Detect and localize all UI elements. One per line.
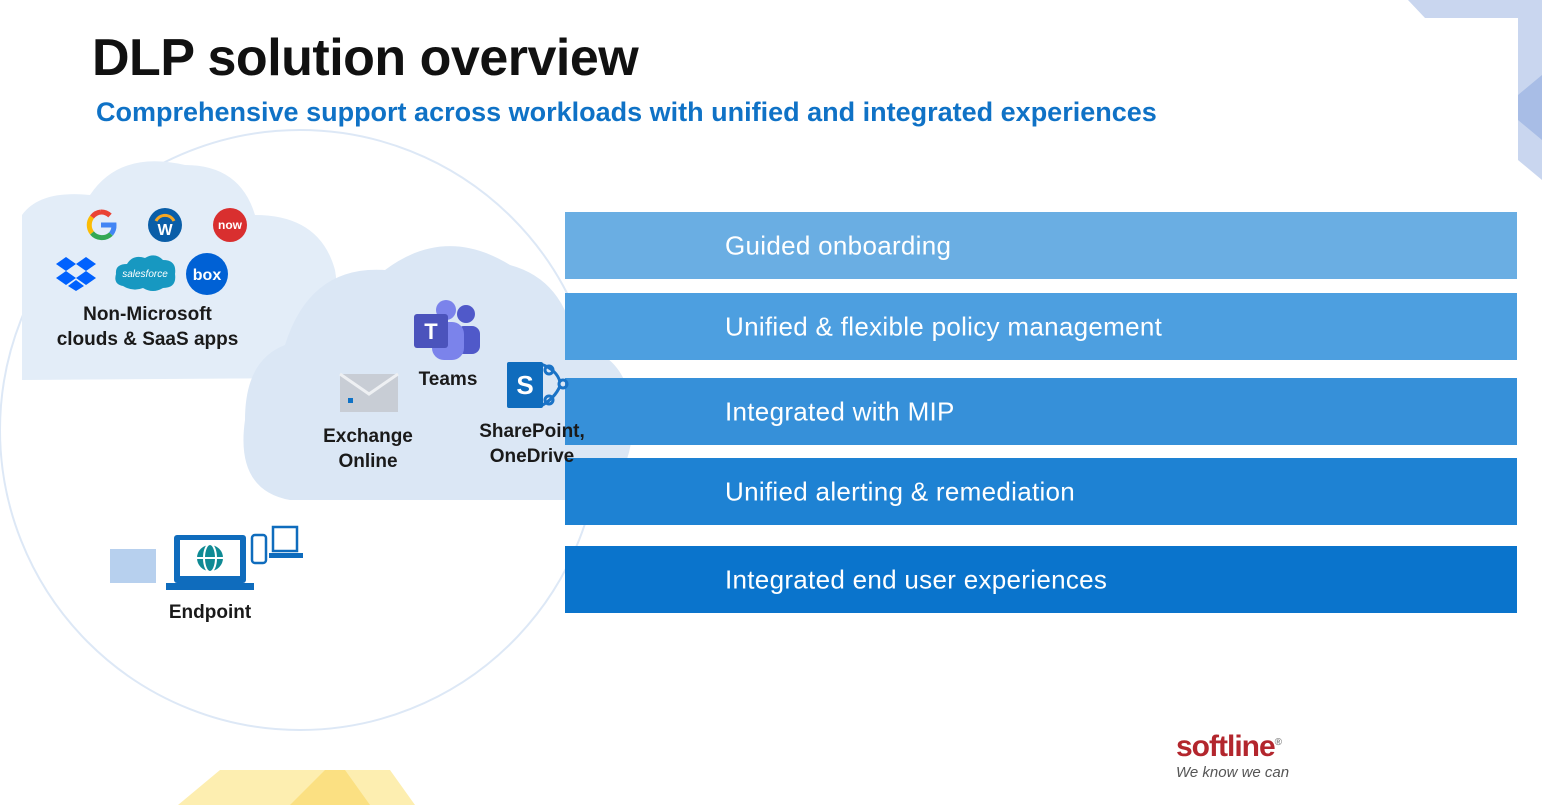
tablet-icon xyxy=(110,549,156,583)
svg-text:S: S xyxy=(516,370,533,400)
softline-logo: softline® We know we can xyxy=(1176,728,1306,782)
feature-bar-alerting: Unified alerting & remediation xyxy=(565,458,1517,525)
svg-text:T: T xyxy=(424,319,438,344)
feature-bar-label: Guided onboarding xyxy=(725,230,952,260)
svg-text:salesforce: salesforce xyxy=(122,269,168,280)
teams-icon: T xyxy=(414,300,480,360)
svg-text:box: box xyxy=(193,267,222,284)
feature-bar-label: Unified & flexible policy management xyxy=(725,311,1163,341)
exchange-icon xyxy=(339,372,399,412)
box-icon: box xyxy=(186,253,228,295)
exchange-label: Exchange Online xyxy=(323,426,413,472)
brand-name: softline xyxy=(1176,730,1276,763)
endpoint-devices-icon xyxy=(110,525,303,590)
svg-text:now: now xyxy=(218,218,243,232)
sharepoint-icon: S xyxy=(507,362,569,408)
cloud-non-microsoft xyxy=(22,161,337,380)
google-icon xyxy=(86,209,117,241)
workday-icon: W xyxy=(148,208,182,242)
feature-bar-label: Unified alerting & remediation xyxy=(725,476,1076,506)
teams-label: Teams xyxy=(418,369,478,390)
svg-text:W: W xyxy=(157,222,173,239)
endpoint-label: Endpoint xyxy=(168,602,252,623)
servicenow-icon: now xyxy=(213,208,247,242)
feature-bar-policy-management: Unified & flexible policy management xyxy=(565,293,1517,360)
feature-bar-label: Integrated end user experiences xyxy=(725,564,1108,594)
corner-shape-top xyxy=(1408,0,1542,18)
cloud-microsoft xyxy=(243,246,633,500)
salesforce-icon: salesforce xyxy=(115,255,176,291)
non-microsoft-label: Non-Microsoft clouds & SaaS apps xyxy=(56,304,239,350)
page-subtitle: Comprehensive support across workloads w… xyxy=(96,97,1157,127)
feature-bar-guided-onboarding: Guided onboarding xyxy=(565,212,1517,279)
feature-bar-end-user: Integrated end user experiences xyxy=(565,546,1517,613)
brand-tagline: We know we can xyxy=(1176,764,1290,781)
corner-shape-accent xyxy=(1518,75,1542,140)
page-title: DLP solution overview xyxy=(92,29,639,87)
phone-laptop-icon xyxy=(250,525,303,565)
sharepoint-label: SharePoint, OneDrive xyxy=(479,421,585,467)
feature-bar-label: Integrated with MIP xyxy=(725,396,955,426)
laptop-icon xyxy=(166,535,254,590)
feature-bar-mip: Integrated with MIP xyxy=(565,378,1517,445)
bottom-shape-dark xyxy=(290,770,370,805)
dropbox-icon xyxy=(56,257,96,291)
